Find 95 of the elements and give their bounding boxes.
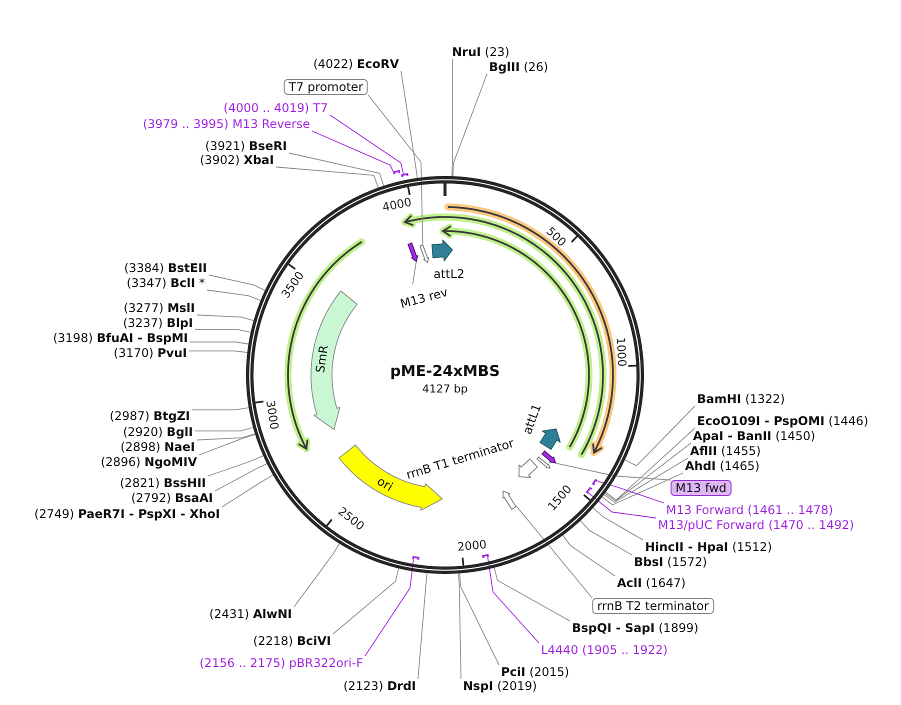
leader-line	[198, 434, 256, 456]
primer-label: (3979 .. 3995) M13 Reverse	[140, 117, 312, 131]
restriction-site-label: AclI (1647)	[615, 576, 688, 590]
coordinate-label: 2000	[456, 538, 488, 554]
leader-line	[288, 152, 384, 186]
coordinate-label: 1000	[613, 337, 628, 368]
restriction-site-label: (2920) BglI	[120, 425, 195, 439]
coordinate-label: 500	[544, 225, 569, 250]
restriction-site-label: (3902) XbaI	[198, 153, 276, 167]
feature-label: SmR	[313, 343, 331, 375]
leader-line	[214, 463, 268, 492]
leader-line	[190, 342, 249, 344]
leader-line	[368, 94, 424, 246]
leader-line	[487, 556, 540, 644]
restriction-site-label: BbsI (1572)	[632, 555, 710, 569]
restriction-site-label: (3277) MslI	[122, 301, 197, 315]
restriction-site-label: BamHI (1322)	[695, 392, 787, 406]
restriction-site-label: NruI (23)	[450, 45, 512, 59]
leader-line	[597, 480, 664, 504]
leader-line	[312, 130, 394, 173]
primer-label: (4000 .. 4019) T7	[222, 101, 330, 115]
leader-line	[458, 573, 462, 680]
feature-callout: rrnB T2 terminator	[592, 598, 714, 614]
leader-line	[604, 442, 692, 502]
feature-label: ori	[374, 474, 396, 494]
leader-line	[494, 567, 570, 622]
leader-line	[605, 428, 696, 500]
leader-line	[604, 458, 688, 503]
restriction-site-label: (2898) NaeI	[118, 440, 197, 454]
leader-line	[196, 314, 254, 322]
leader-line	[294, 543, 340, 608]
restriction-site-label: (4022) EcoRV	[311, 57, 401, 71]
leader-line	[459, 573, 500, 666]
restriction-site-label: (3170) PvuI	[112, 346, 189, 360]
leader-line	[400, 70, 418, 178]
leader-line	[222, 474, 274, 508]
restriction-site-label: (2749) PaeR7I - PspXI - XhoI	[32, 507, 222, 521]
restriction-site-label: PciI (2015)	[499, 665, 572, 679]
plasmid-name: pME-24xMBS	[390, 362, 500, 380]
restriction-site-label: (2123) DrdI	[341, 679, 418, 693]
restriction-site-label: AhdI (1465)	[683, 459, 762, 473]
feature-callout: M13 fwd	[670, 480, 732, 496]
leader-line	[194, 329, 252, 333]
restriction-site-label: (3198) BfuAI - BspMI	[50, 331, 190, 345]
leader-line	[208, 274, 266, 291]
primer-label: (2156 .. 2175) pBR322ori-F	[198, 656, 365, 670]
primer-label: M13 Forward (1461 .. 1478)	[664, 503, 836, 517]
leader-line	[624, 406, 696, 466]
restriction-site-label: (2431) AlwNI	[207, 607, 294, 621]
restriction-site-label: (2218) BciVI	[251, 634, 333, 648]
coordinate-label: 3000	[264, 399, 281, 430]
leader-line	[188, 350, 248, 353]
restriction-site-label: (3921) BseRI	[203, 139, 289, 153]
leader-line	[206, 290, 261, 301]
leader-line	[516, 506, 593, 598]
leader-line	[592, 507, 644, 540]
restriction-site-label: AflII (1455)	[688, 444, 763, 458]
restriction-site-label: (2896) NgoMIV	[98, 455, 199, 469]
leader-line	[194, 427, 254, 432]
restriction-site-label: (3384) BstEII	[122, 261, 209, 275]
feature-label: M13 rev	[396, 284, 452, 312]
restriction-site-label: ApaI - BanII (1450)	[691, 429, 818, 443]
leader-line	[364, 558, 414, 656]
leader-line	[192, 407, 250, 410]
leader-line	[208, 455, 264, 476]
restriction-site-label: BspQI - SapI (1899)	[570, 621, 700, 635]
leader-line	[330, 114, 404, 175]
feature-label: attL2	[432, 266, 466, 281]
leader-line	[562, 534, 616, 576]
leader-line	[452, 74, 488, 177]
plasmid-length: 4127 bp	[422, 382, 468, 396]
leader-line	[602, 472, 684, 506]
restriction-site-label: (3237) BlpI	[120, 316, 195, 330]
leader-line	[580, 520, 632, 556]
coordinate-label: 4000	[381, 195, 413, 214]
restriction-site-label: (2987) BtgZI	[108, 409, 192, 423]
restriction-site-label: EcoO109I - PspOMI (1446)	[695, 414, 870, 428]
feature-callout: T7 promoter	[284, 79, 368, 95]
primer-label: L4440 (1905 .. 1922)	[539, 643, 670, 657]
leader-line	[276, 166, 379, 188]
primer-label: M13/pUC Forward (1470 .. 1492)	[656, 518, 856, 532]
leader-line	[554, 462, 672, 480]
leader-line	[418, 572, 428, 680]
leader-line	[332, 568, 400, 634]
restriction-site-label: NspI (2019)	[461, 679, 539, 693]
restriction-site-label: (2821) BssHII	[118, 476, 208, 490]
restriction-site-label: (2792) BsaAI	[129, 491, 215, 505]
leader-line	[196, 433, 256, 440]
restriction-site-label: BglII (26)	[487, 60, 550, 74]
restriction-site-label: HincII - HpaI (1512)	[643, 540, 774, 554]
leader-line	[588, 492, 656, 518]
leader-line	[412, 261, 417, 285]
restriction-site-label: (3347) BclI*	[124, 276, 207, 290]
leader-line	[451, 58, 453, 177]
feature-label: attL1	[520, 401, 544, 437]
